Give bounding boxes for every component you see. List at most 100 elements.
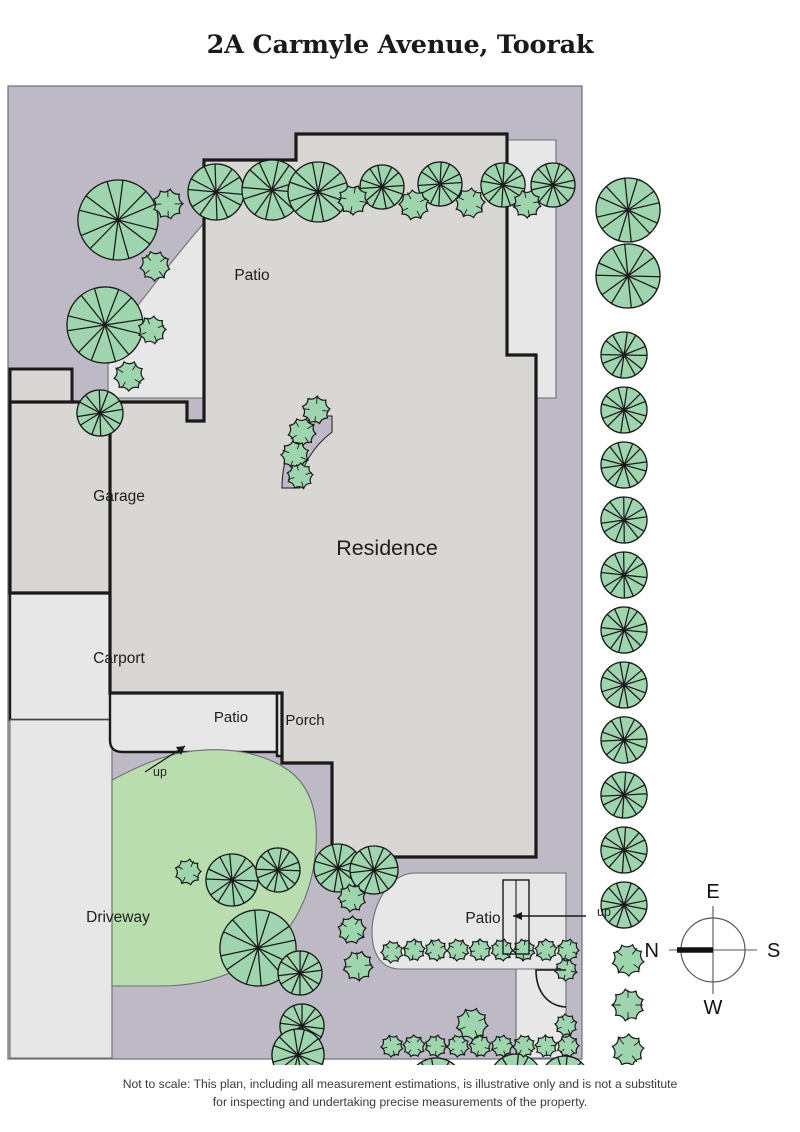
tree-symbol — [600, 386, 648, 434]
plan-canvas: PatioGarageResidenceCarportPatioPorchDri… — [7, 85, 781, 1065]
tree-symbol — [600, 606, 648, 654]
tree-symbol — [417, 161, 463, 207]
shrub-symbol — [534, 937, 558, 962]
tree-symbol — [76, 389, 124, 437]
shrub-symbol — [379, 940, 404, 964]
shrub-symbol — [512, 189, 542, 220]
compass-bottom-label: W — [704, 997, 723, 1019]
door-swing-arc — [535, 969, 567, 1008]
shrub-symbol — [174, 858, 203, 886]
tree-symbol — [595, 243, 661, 309]
disclaimer-line-2: for inspecting and undertaking precise m… — [212, 1095, 588, 1109]
annotation-marks — [144, 745, 586, 1008]
shrub-symbol — [402, 1033, 426, 1058]
room-label-patio-south: Patio — [465, 910, 500, 927]
page-title: 2A Carmyle Avenue, Toorak — [206, 30, 594, 60]
shrub-symbol — [468, 937, 492, 962]
shrub-symbol — [446, 1034, 470, 1059]
shrub-symbol — [490, 1034, 515, 1058]
driveway — [9, 719, 113, 1059]
tree-symbol — [187, 163, 245, 221]
room-label-carport: Carport — [93, 650, 145, 667]
tree-symbol — [255, 847, 301, 893]
tree-symbol — [600, 661, 648, 709]
residence — [108, 132, 538, 859]
service-box — [8, 367, 74, 405]
shrub-symbol — [402, 937, 426, 962]
compass-rose: E N S W — [645, 881, 781, 1019]
tree-symbol — [349, 845, 399, 895]
tree-symbol — [359, 164, 405, 210]
tree-symbol — [600, 331, 648, 379]
tree-symbol — [205, 853, 259, 907]
tree-symbol — [480, 162, 526, 208]
shrub-symbol — [113, 360, 145, 393]
room-label-patio-north: Patio — [234, 267, 269, 284]
shrub-symbol — [512, 1034, 536, 1059]
shrub-symbol — [342, 950, 374, 982]
shrub-symbol — [556, 938, 581, 962]
shrub-symbol — [553, 1012, 578, 1037]
stair-west-arrow — [144, 745, 186, 773]
shrub-symbol — [287, 417, 317, 448]
shrub-symbol — [424, 1034, 449, 1058]
tree-symbol — [219, 909, 297, 987]
disclaimer: Not to scale: This plan, including all m… — [0, 1075, 800, 1111]
room-label-patio-mid: Patio — [214, 709, 248, 726]
shrub-symbol — [139, 250, 171, 283]
tree-symbol — [77, 179, 159, 261]
tree-symbol — [530, 162, 576, 208]
shrub-symbol — [454, 187, 487, 219]
shrub-symbol — [286, 461, 314, 490]
shrub-symbol — [336, 883, 367, 913]
compass-left-label: N — [645, 940, 659, 962]
shrub-symbol — [611, 943, 645, 978]
tree-symbol — [600, 881, 648, 929]
tree-symbol — [313, 843, 363, 893]
annotation-up-stairs-west: up — [153, 765, 167, 779]
shrub-symbol — [337, 184, 369, 217]
tree-symbol — [600, 441, 648, 489]
tree-symbol — [600, 496, 648, 544]
compass-right-label: S — [767, 940, 780, 962]
tree-symbol — [600, 716, 648, 764]
shrub-symbol — [556, 1034, 581, 1058]
shrub-symbol — [152, 188, 185, 220]
shrub-symbol — [301, 395, 331, 425]
shrub-symbol — [455, 1007, 489, 1042]
room-label-porch: Porch — [285, 712, 324, 729]
shrub-symbol — [137, 315, 168, 345]
building-footprints — [8, 132, 538, 859]
tree-symbol — [277, 950, 323, 996]
tree-symbol — [66, 286, 144, 364]
tree-symbol — [600, 826, 648, 874]
shrub-symbol — [337, 914, 367, 945]
shrub-symbol — [445, 938, 470, 962]
shrub-symbol — [424, 938, 449, 962]
planting-layer — [66, 159, 661, 1065]
stair-east-arrow — [513, 912, 586, 920]
shrub-symbol — [534, 1033, 558, 1058]
shrub-symbol — [379, 1034, 404, 1059]
shrub-symbol — [610, 988, 644, 1022]
tree-symbol — [416, 1057, 456, 1065]
disclaimer-line-1: Not to scale: This plan, including all m… — [122, 1077, 678, 1091]
shrub-symbol — [490, 938, 515, 962]
shrub-symbol — [279, 440, 310, 470]
tree-symbol — [595, 177, 661, 243]
room-label-garage: Garage — [93, 488, 145, 505]
shrub-symbol — [611, 1032, 645, 1065]
tree-symbol — [271, 1028, 325, 1065]
patio-mid — [108, 691, 279, 754]
tree-symbol — [287, 161, 349, 223]
room-label-driveway: Driveway — [86, 909, 150, 926]
tree-symbol — [600, 771, 648, 819]
tree-symbol — [545, 1055, 585, 1065]
tree-symbol — [600, 551, 648, 599]
compass-top-label: E — [706, 881, 719, 903]
shrub-symbol — [397, 189, 430, 221]
room-label-residence: Residence — [336, 536, 438, 560]
